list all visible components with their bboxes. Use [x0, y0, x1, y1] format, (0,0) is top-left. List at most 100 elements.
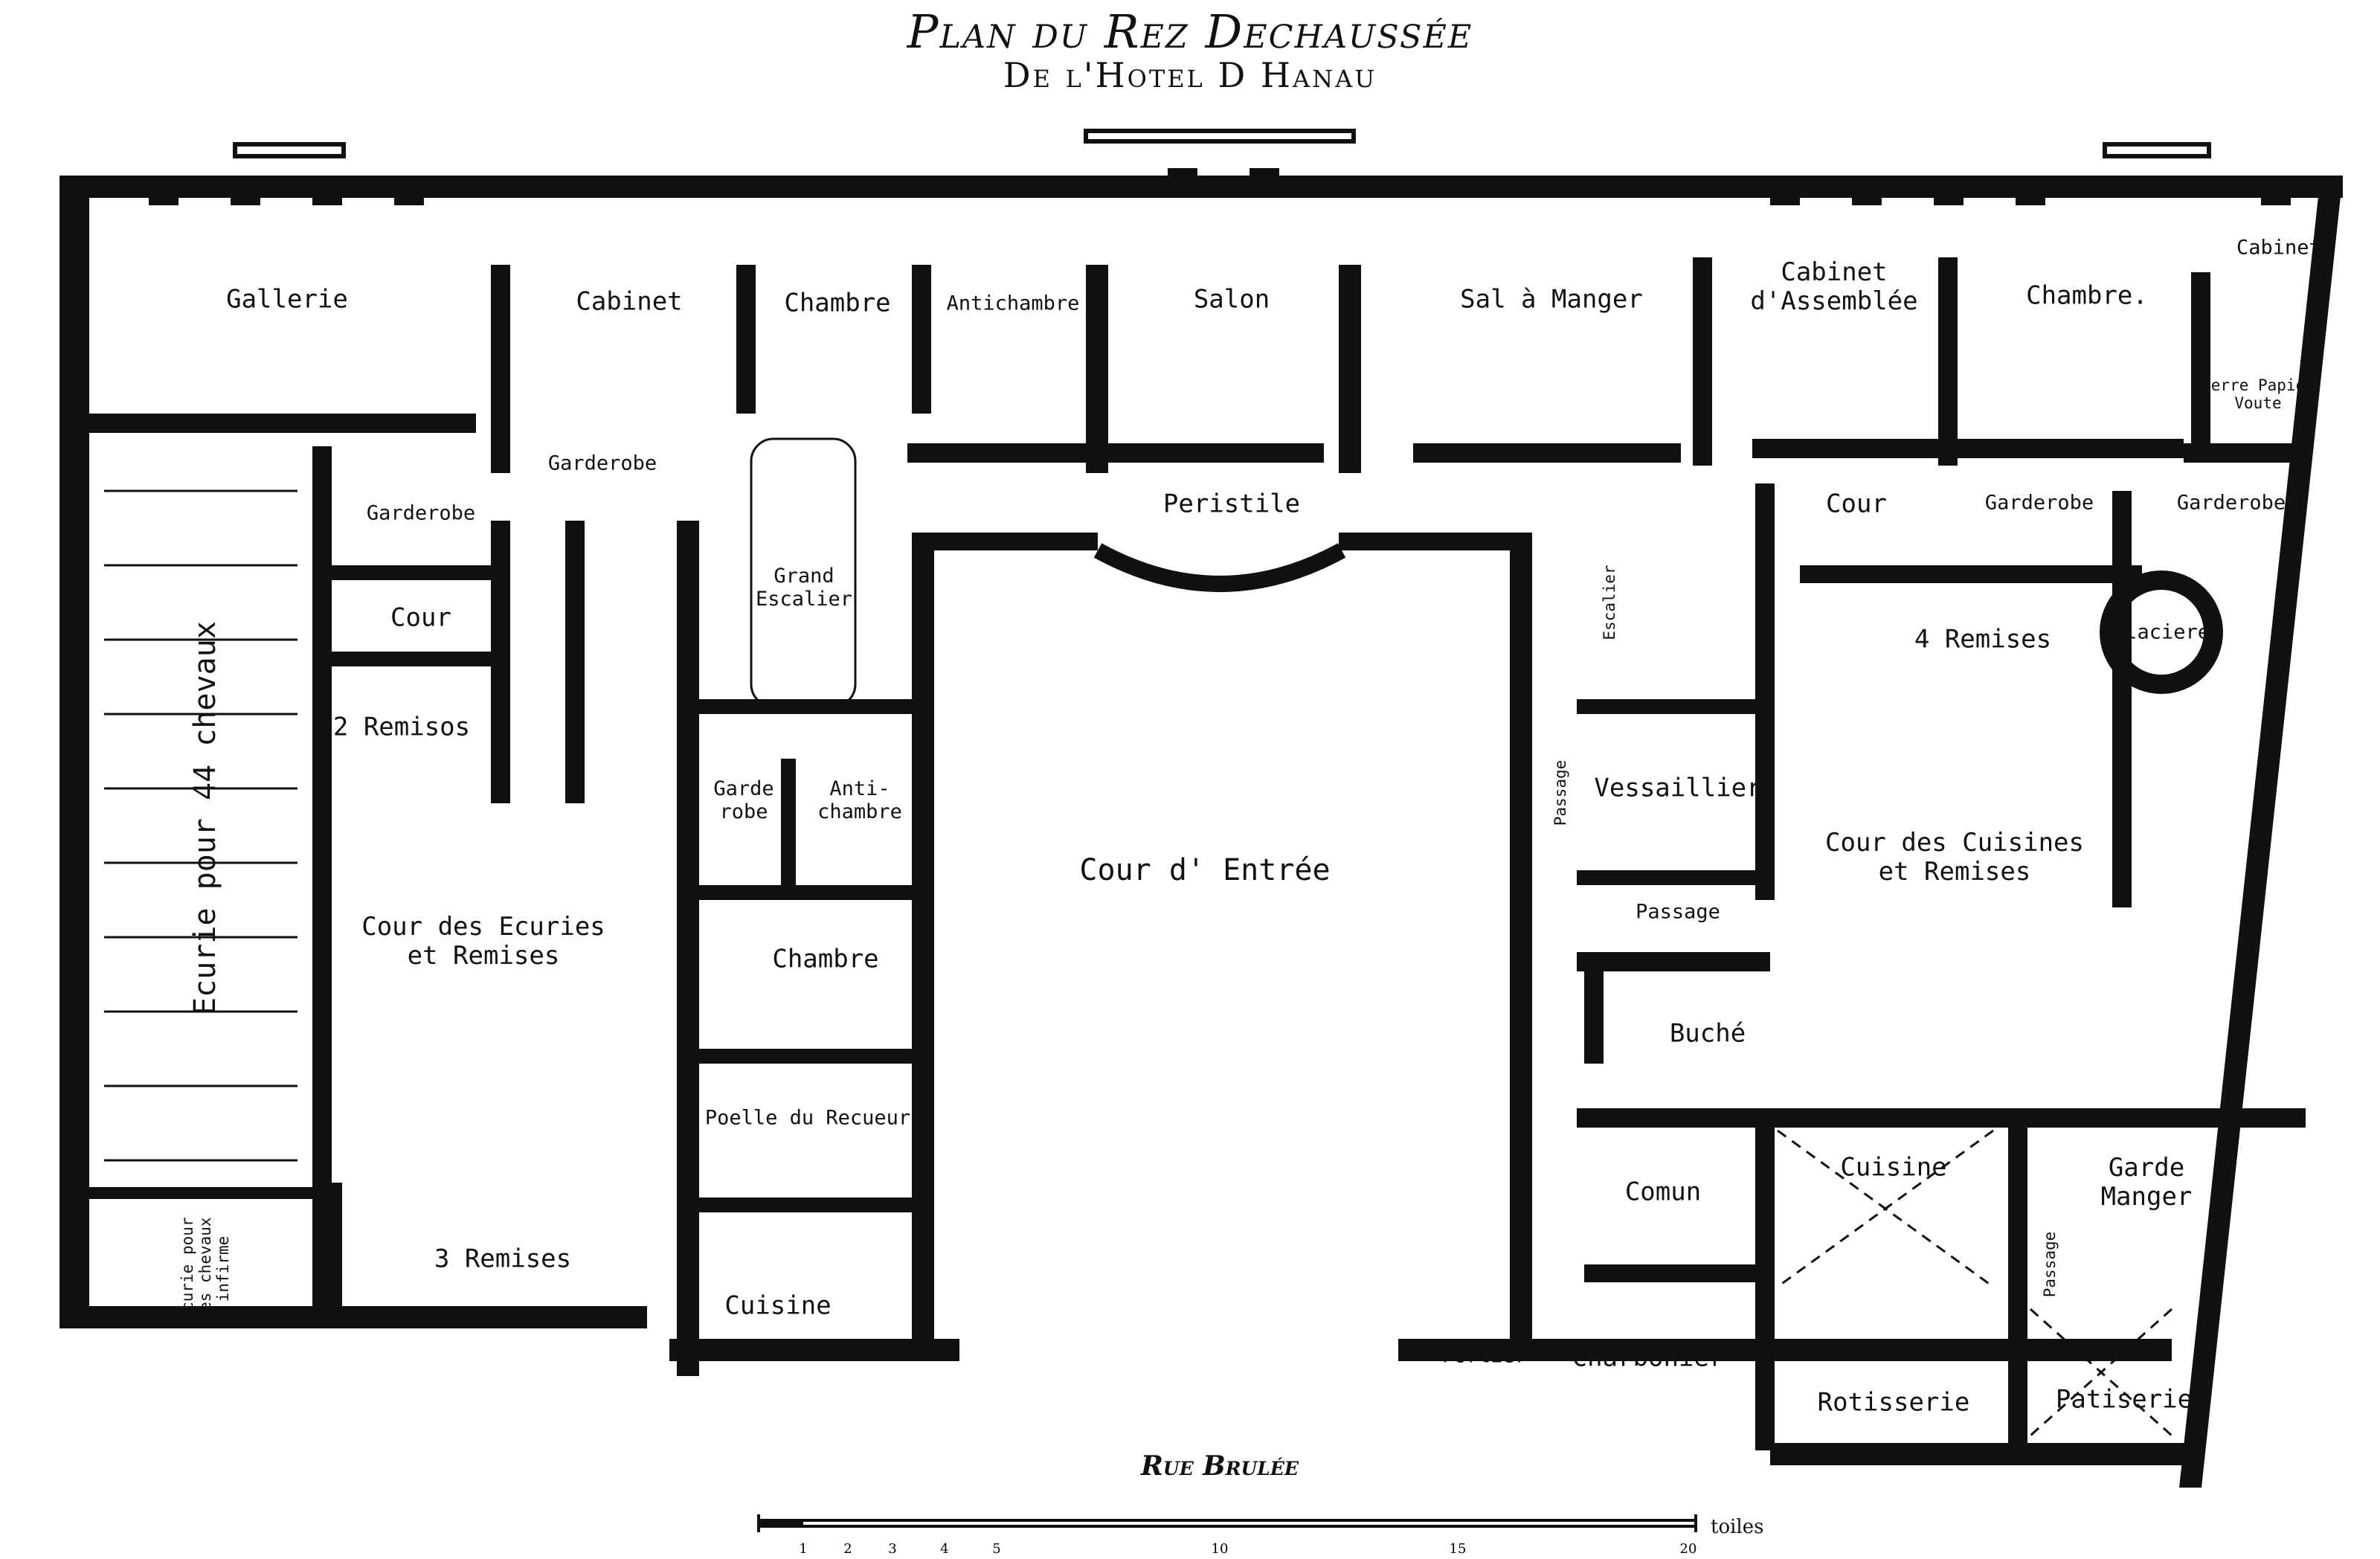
room-glaciere: Glaciere: [2112, 620, 2210, 644]
room-label-line: Grand: [774, 564, 834, 588]
scale-unit: toiles: [1711, 1516, 1764, 1538]
wall: [2191, 272, 2210, 458]
room-cuisine-1: Cuisine: [1840, 1152, 1947, 1183]
wall: [312, 565, 498, 580]
wall: [1510, 533, 1532, 1351]
wall: [1584, 1264, 1755, 1282]
wall: [312, 652, 498, 666]
wall: [1577, 699, 1770, 714]
room-charbonier: Charbonier: [1572, 1343, 1725, 1373]
wall: [1584, 952, 1604, 1064]
pier: [1934, 176, 1964, 205]
room-patisserie: Patiserie: [2055, 1384, 2193, 1415]
room-label-line: Serre Papier: [2202, 376, 2315, 394]
room-vessaillier: Vessaillier: [1594, 773, 1762, 803]
room-sal-a-manger: Sal à Manger: [1460, 284, 1643, 315]
wall: [1800, 565, 2142, 583]
wall: [60, 414, 476, 433]
room-label-line: d'Assemblée: [1750, 286, 1918, 316]
room-label-line: Cour des Cuisines: [1825, 827, 2084, 858]
room-poelle: Poelle du Recueur: [704, 1106, 911, 1130]
pier: [1852, 176, 1882, 205]
wall: [1086, 265, 1108, 473]
scale-tick: 10: [1212, 1541, 1229, 1557]
wall: [60, 1187, 327, 1199]
wall: [312, 446, 332, 1306]
room-peristile: Peristile: [1162, 489, 1301, 519]
room-4-remises: 4 Remises: [1914, 624, 2052, 655]
wall: [1577, 952, 1770, 971]
wall-south-west-2: [669, 1339, 959, 1361]
wall: [1755, 1108, 1775, 1450]
pier: [394, 176, 424, 205]
room-escalier: Escalier: [1600, 565, 1618, 640]
pier: [312, 176, 342, 205]
wall: [912, 533, 934, 1351]
room-rotisserie: Rotisserie: [1817, 1387, 1970, 1418]
room-portier: Portier: [1442, 1344, 1527, 1368]
room-label-line: Garde: [2108, 1152, 2185, 1183]
scale-tick: 2: [843, 1541, 852, 1557]
room-label-line: infirme: [214, 1235, 233, 1302]
wall: [1577, 870, 1770, 885]
scale-tick: 15: [1450, 1541, 1467, 1557]
wall: [912, 265, 931, 414]
room-garderobe-3: Garderobe: [1984, 491, 2094, 515]
wall: [1339, 265, 1361, 473]
wall: [1938, 257, 1958, 466]
pier: [1168, 168, 1197, 198]
wall: [2008, 1108, 2027, 1450]
room-salon: Salon: [1193, 284, 1270, 315]
wall: [1693, 257, 1712, 466]
wall: [2184, 443, 2310, 463]
wall: [327, 1183, 342, 1317]
room-label-line: robe: [719, 800, 768, 823]
peristile-arc: [1093, 543, 1346, 592]
wall: [781, 759, 796, 893]
pier: [231, 176, 260, 205]
room-label-line: Cabinet: [1781, 257, 1888, 287]
room-label-line: Voute: [2234, 394, 2282, 412]
wall: [565, 521, 585, 803]
cuisine-diagonal: [1777, 1129, 1994, 1288]
scale-tick: 3: [888, 1541, 896, 1557]
grand-escalier-stairs: [750, 437, 857, 708]
room-cuisine-2: Cuisine: [724, 1290, 832, 1321]
pier: [2261, 176, 2291, 205]
wall: [1339, 533, 1525, 550]
room-anti-chambre: Anti-chambre: [817, 777, 902, 823]
wall: [677, 521, 699, 1376]
pavilion-right: [2103, 142, 2211, 158]
room-label-line: chambre: [817, 800, 902, 823]
room-gallerie: Gallerie: [226, 284, 348, 315]
wall: [2112, 491, 2132, 907]
room-chambre-2: Chambre.: [2026, 280, 2148, 311]
pavilion-left: [233, 142, 346, 158]
wall: [677, 1198, 922, 1212]
room-cabinet-2: Cabinet.: [2236, 236, 2334, 260]
room-2-remises: 2 Remisos: [332, 712, 471, 742]
room-cour-entree: Cour d' Entrée: [1079, 853, 1331, 887]
room-label-line: Escalier: [755, 588, 853, 611]
wall-west: [60, 176, 89, 1328]
pavilion-center: [1084, 129, 1356, 144]
room-label-line: Ecurie pour: [178, 1217, 196, 1321]
wall: [736, 265, 756, 414]
room-antichambre: Antichambre: [946, 292, 1080, 315]
room-label-line: Manger: [2100, 1182, 2193, 1212]
room-garderobe-4: Garderobe: [2176, 491, 2286, 515]
room-garderobe-1: Garderobe: [547, 451, 657, 475]
room-cour-2: Cour: [1826, 489, 1887, 519]
plan-subtitle: De l'Hotel D Hanau: [1003, 55, 1377, 95]
room-passage-2: Passage: [1636, 900, 1720, 924]
wall: [491, 521, 510, 803]
wall: [1752, 439, 2184, 458]
room-label-line: Cour des Ecuries: [361, 911, 605, 942]
